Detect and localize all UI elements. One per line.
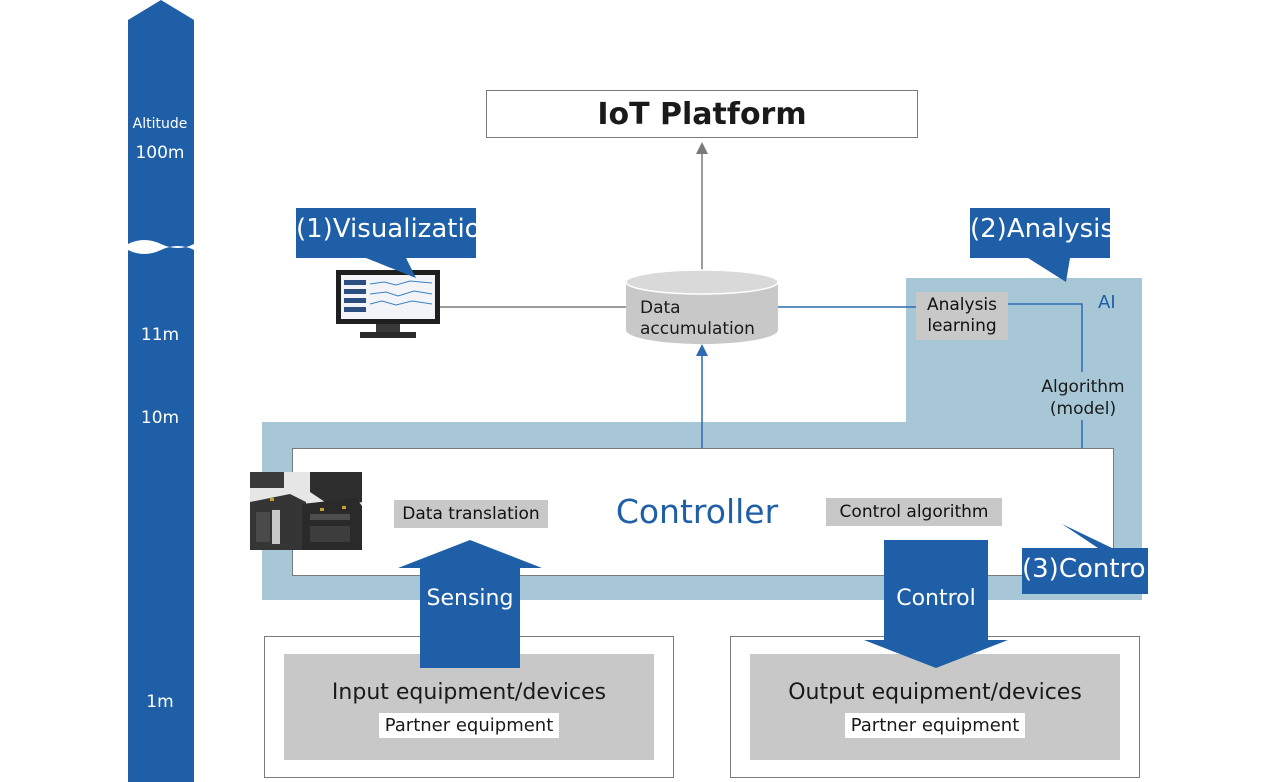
altitude-level-1m: 1m: [146, 692, 174, 712]
output-devices-title: Output equipment/devices: [788, 680, 1082, 705]
control-callout: (3)Control: [1022, 554, 1153, 584]
control-algorithm-box: Control algorithm: [826, 498, 1002, 526]
analysis-callout: (2)Analysis: [970, 214, 1114, 244]
ai-label: AI: [1098, 292, 1116, 313]
controller-title: Controller: [615, 492, 779, 531]
analysis-learning-box: Analysis learning: [916, 292, 1008, 340]
data-accumulation-label: Data accumulation: [640, 298, 755, 339]
altitude-level-11m: 11m: [140, 325, 180, 345]
iot-platform-label: IoT Platform: [597, 96, 807, 132]
altitude-bar: [128, 0, 194, 782]
control-callout-shape: [1022, 524, 1148, 594]
output-devices-box: Output equipment/devices Partner equipme…: [750, 654, 1120, 760]
visualization-callout: (1)Visualization: [296, 214, 498, 244]
visualization-callout-shape: [296, 208, 476, 278]
sensing-label: Sensing: [426, 586, 514, 611]
input-devices-box: Input equipment/devices Partner equipmen…: [284, 654, 654, 760]
altitude-level-10m: 10m: [140, 408, 180, 428]
analysis-callout-shape: [970, 208, 1110, 282]
output-partner-label: Partner equipment: [844, 713, 1026, 738]
data-translation-box: Data translation: [394, 500, 548, 528]
control-arrow-label: Control: [896, 586, 976, 611]
monitor-icon: [336, 270, 440, 338]
input-partner-label: Partner equipment: [378, 713, 560, 738]
altitude-level-100m: 100m: [135, 143, 185, 163]
algorithm-model-label: Algorithm (model): [1041, 377, 1125, 419]
iot-platform-box: IoT Platform: [486, 90, 918, 138]
input-devices-title: Input equipment/devices: [331, 680, 607, 705]
altitude-label: Altitude: [132, 116, 188, 132]
database-icon: [625, 269, 779, 344]
control-arrow: [864, 540, 1008, 668]
sensing-arrow: [398, 540, 542, 668]
controller-hardware-icon: [250, 472, 362, 550]
